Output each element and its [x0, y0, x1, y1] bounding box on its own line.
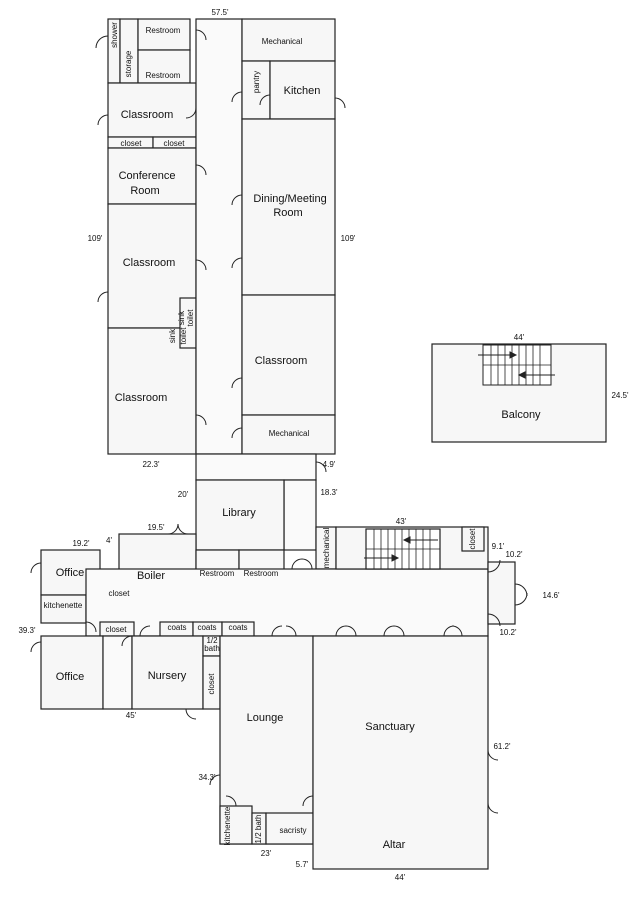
label-closet-nursery: closet: [207, 673, 216, 695]
dim-22-3: 22.3': [142, 460, 160, 469]
dim-44-bottom: 44': [395, 873, 406, 882]
label-conference-1: Conference: [119, 170, 176, 182]
dim-10-2-a: 10.2': [505, 550, 523, 559]
nursery: [131, 635, 204, 710]
dim-4-9: 4.9': [323, 460, 336, 469]
library: [195, 479, 285, 551]
label-kitchenette-left: kitchenette: [44, 601, 83, 610]
dim-18-3: 18.3': [320, 488, 338, 497]
dim-45: 45': [126, 711, 137, 720]
dim-top-width: 57.5': [211, 8, 229, 17]
label-nursery: Nursery: [148, 670, 187, 682]
label-classroom-1: Classroom: [121, 109, 174, 121]
label-closet-2: closet: [164, 139, 186, 148]
label-half-bath-2: 1/2 bath: [254, 815, 263, 844]
classroom-4: [241, 294, 336, 416]
label-altar: Altar: [383, 839, 406, 851]
restroom-top-2: [137, 49, 191, 84]
dim-10-2-b: 10.2': [499, 628, 517, 637]
dining-meeting-room: [241, 118, 336, 296]
label-dining-2: Room: [273, 207, 302, 219]
sanctuary: [312, 635, 489, 870]
dimension-labels: 57.5' 109' 109' 44' 24.5' 22.3' 4.9' 18.…: [18, 8, 629, 882]
kitchenette-left: [40, 594, 87, 624]
label-mechanical-side: mechanical: [322, 528, 331, 569]
dim-19-5: 19.5': [147, 523, 165, 532]
label-closet-hall: closet: [106, 625, 128, 634]
dim-4: 4': [106, 536, 112, 545]
closet-stair: [461, 526, 485, 552]
dim-9-1: 9.1': [492, 542, 505, 551]
label-toilet-1: toilet: [186, 309, 195, 327]
label-kitchen: Kitchen: [284, 85, 321, 97]
label-closet-1: closet: [121, 139, 143, 148]
label-storage: storage: [124, 50, 133, 77]
main-hallway: [85, 568, 489, 637]
label-closet-stair: closet: [468, 528, 477, 550]
connector-corridor: [195, 453, 317, 481]
label-coats-3: coats: [228, 623, 247, 632]
label-classroom-2: Classroom: [123, 257, 176, 269]
label-half-bath-top: 1/2: [206, 636, 218, 645]
dim-right-109: 109': [341, 234, 356, 243]
dim-19-2: 19.2': [72, 539, 90, 548]
label-restroom-top-1: Restroom: [146, 26, 181, 35]
label-sink-1: sink: [177, 310, 186, 325]
dim-23: 23': [261, 849, 272, 858]
label-library: Library: [222, 507, 256, 519]
label-toilet-2: toilet: [179, 327, 188, 345]
classroom-3: [107, 327, 197, 455]
label-mechanical-mid: Mechanical: [269, 429, 310, 438]
stair-arrows: [364, 351, 555, 562]
label-dining-1: Dining/Meeting: [253, 193, 326, 205]
label-restroom-mid-2: Restroom: [244, 569, 279, 578]
dim-39-3: 39.3': [18, 626, 36, 635]
label-coats-1: coats: [167, 623, 186, 632]
room-labels: Restroom Restroom shower storage Mechani…: [44, 22, 541, 851]
dim-balcony-width: 44': [514, 333, 525, 342]
label-sacristy: sacristy: [279, 826, 306, 835]
label-shower: shower: [110, 22, 119, 48]
label-restroom-mid-1: Restroom: [200, 569, 235, 578]
label-pantry: pantry: [252, 71, 261, 93]
sacristy: [265, 812, 314, 845]
doors: [30, 29, 528, 814]
east-vestibule: [487, 561, 516, 625]
label-closet-boiler: closet: [109, 589, 131, 598]
conference-room: [107, 147, 197, 205]
mechanical-top: [241, 18, 336, 62]
label-balcony: Balcony: [501, 409, 541, 421]
label-coats-2: coats: [197, 623, 216, 632]
dim-5-7: 5.7': [296, 860, 309, 869]
west-corridor: [102, 635, 133, 710]
stair-treads: [366, 345, 551, 569]
label-lounge: Lounge: [247, 712, 284, 724]
label-kitchenette-bottom: kitchenette: [223, 806, 232, 845]
label-classroom-3: Classroom: [115, 392, 168, 404]
label-restroom-top-2: Restroom: [146, 71, 181, 80]
label-boiler: Boiler: [137, 570, 165, 582]
kitchen: [269, 60, 336, 120]
dim-61-2: 61.2': [493, 742, 511, 751]
upper-corridor: [195, 18, 243, 455]
label-half-bath-bottom: bath: [204, 644, 220, 653]
label-office-2: Office: [56, 671, 85, 683]
dim-20: 20': [178, 490, 189, 499]
dim-left-109: 109': [88, 234, 103, 243]
label-sanctuary: Sanctuary: [365, 721, 415, 733]
dim-43: 43': [396, 517, 407, 526]
label-conference-2: Room: [130, 185, 159, 197]
label-sink-2: sink: [168, 328, 177, 343]
label-office-1: Office: [56, 567, 85, 579]
dim-14-6: 14.6': [542, 591, 560, 600]
dim-34-3: 34.3': [198, 773, 216, 782]
dim-balcony-depth: 24.5': [611, 391, 629, 400]
label-classroom-4: Classroom: [255, 355, 308, 367]
side-corridor: [283, 479, 317, 551]
label-mechanical-top: Mechanical: [262, 37, 303, 46]
